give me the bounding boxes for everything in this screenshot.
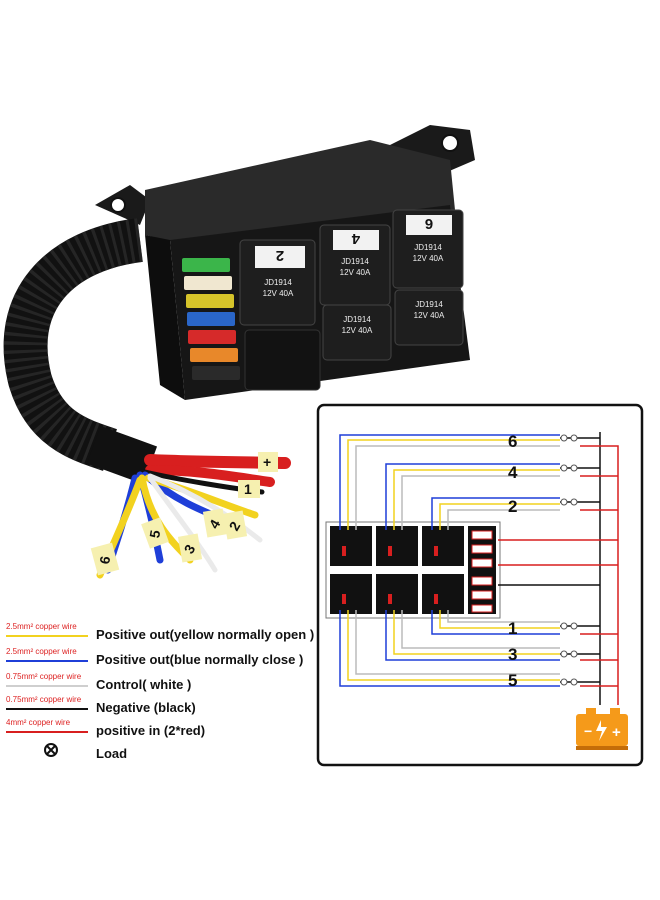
wire-tag: + xyxy=(263,454,271,470)
relay-model: JD1914 xyxy=(414,243,442,252)
circuit-label: 4 xyxy=(508,463,518,482)
legend-label: Negative (black) xyxy=(96,700,196,715)
legend-line-yellow xyxy=(6,635,88,637)
relay-6: 6 JD1914 12V 40A xyxy=(392,209,464,289)
relay-lower-middle: JD1914 12V 40A xyxy=(322,304,392,361)
wire-tag: 6 xyxy=(96,555,113,566)
relay-number: 2 xyxy=(276,247,284,264)
legend-wire-size: 0.75mm² copper wire xyxy=(6,672,82,681)
legend-wire-size: 4mm² copper wire xyxy=(6,718,71,727)
legend-row: 2.5mm² copper wire Positive out(yellow n… xyxy=(6,622,326,652)
circuit-label: 2 xyxy=(508,497,517,516)
relay-number: 6 xyxy=(425,215,433,232)
wire-harness xyxy=(3,218,158,485)
legend-wire-size: 0.75mm² copper wire xyxy=(6,695,82,704)
relay-model: JD1914 xyxy=(264,278,292,287)
relay-block xyxy=(330,526,496,614)
legend-label: Control( white ) xyxy=(96,677,192,692)
load-icon xyxy=(44,743,58,757)
battery-minus: − xyxy=(584,723,592,739)
legend-line-white xyxy=(6,685,88,687)
legend-line-black xyxy=(6,708,88,710)
legend-label: Positive out(yellow normally open ) xyxy=(96,627,315,642)
upper-wiring xyxy=(339,432,619,705)
circuit-label: 3 xyxy=(508,645,517,664)
legend-wire-size: 2.5mm² copper wire xyxy=(6,622,77,631)
wire-tag: 5 xyxy=(146,529,163,540)
legend-line-blue xyxy=(6,660,88,662)
relay-socket-empty xyxy=(244,329,321,391)
circuit-label: 6 xyxy=(508,432,517,451)
battery-plus: + xyxy=(612,724,621,741)
legend-row: 2.5mm² copper wire Positive out(blue nor… xyxy=(6,647,326,677)
lower-wiring xyxy=(339,539,618,687)
relay-model: JD1914 xyxy=(341,257,369,266)
circuit-label: 5 xyxy=(508,671,517,690)
relay-model: JD1914 xyxy=(415,300,443,309)
relay-rating: 12V 40A xyxy=(342,326,373,335)
legend-label: Load xyxy=(96,746,128,761)
relay-rating: 12V 40A xyxy=(413,254,444,263)
relay-rating: 12V 40A xyxy=(414,311,445,320)
legend-row: 0.75mm² copper wire Negative (black) xyxy=(6,695,326,725)
relay-lower-right: JD1914 12V 40A xyxy=(394,289,464,346)
fuse-column xyxy=(182,258,240,380)
wire-tag: 1 xyxy=(244,481,252,497)
relay-rating: 12V 40A xyxy=(340,268,371,277)
legend-row: 4mm² copper wire positive in (2*red) xyxy=(6,718,326,748)
wiring-diagram: 6 4 2 1 3 5 − + xyxy=(316,403,644,767)
legend-row: Load xyxy=(6,743,326,771)
relay-rating: 12V 40A xyxy=(263,289,294,298)
legend-line-red xyxy=(6,731,88,733)
relay-model: JD1914 xyxy=(343,315,371,324)
battery-icon: − + xyxy=(576,708,628,750)
relay-2: 2 JD1914 12V 40A xyxy=(239,239,316,326)
legend-label: Positive out(blue normally close ) xyxy=(96,652,304,667)
relay-4: 4 JD1914 12V 40A xyxy=(319,224,391,306)
wire-tags: 6 5 4 3 2 1 + xyxy=(90,452,278,576)
circuit-label: 1 xyxy=(508,619,517,638)
load-symbols xyxy=(560,434,578,686)
relay-number: 4 xyxy=(351,230,360,247)
legend-row: 0.75mm² copper wire Control( white ) xyxy=(6,672,326,702)
legend-wire-size: 2.5mm² copper wire xyxy=(6,647,77,656)
legend-label: positive in (2*red) xyxy=(96,723,206,738)
